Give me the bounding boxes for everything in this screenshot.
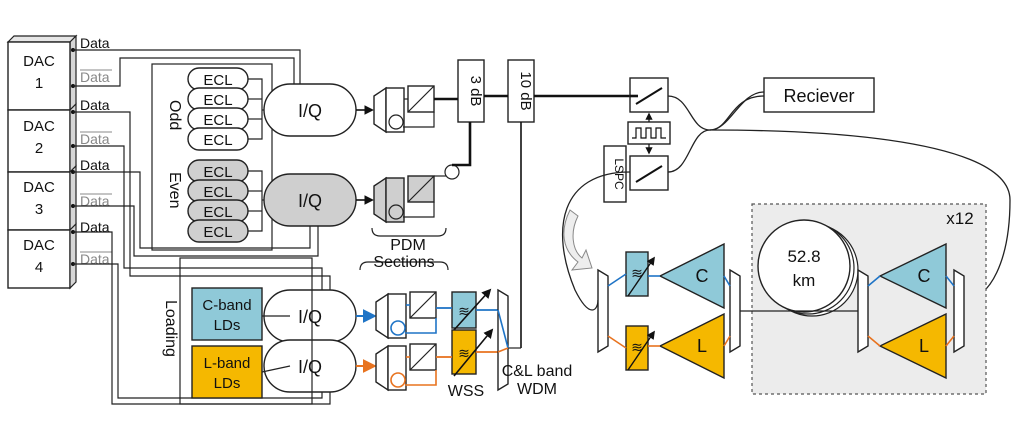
filter-icon: ≋: [631, 265, 643, 281]
even-label: Even: [166, 172, 183, 208]
ecl-odd-2: ECL: [203, 92, 232, 109]
amp-c-left-label: C: [696, 266, 709, 286]
pdm-cband: [375, 291, 437, 340]
pdm-bracket-2: [359, 261, 449, 271]
cband-lds-line1: C-band: [202, 297, 251, 314]
timing-generator: [627, 112, 671, 155]
fiber-spool: 52.8 km: [757, 219, 859, 317]
pdm-odd: [373, 85, 435, 134]
amp-l-right-label: L: [919, 336, 929, 356]
coupler-10db-label: 10 dB: [517, 71, 534, 110]
dac-1-label: DAC: [23, 53, 55, 70]
iq-modulator-odd: I/Q: [263, 83, 357, 137]
coupler-10db: 10 dB: [507, 59, 535, 123]
amp-l-left-label: L: [697, 336, 707, 356]
odd-label: Odd: [166, 100, 183, 130]
filter-icon: ≋: [458, 345, 470, 361]
recirculation-arrow-icon: [563, 209, 593, 271]
iq-even-label: I/Q: [298, 191, 322, 211]
coupler-3db-label: 3 dB: [467, 76, 484, 107]
iq-odd-label: I/Q: [298, 101, 322, 121]
data-bar-label-2: Data: [80, 131, 110, 147]
ecl-even-1: ECL: [203, 164, 232, 181]
dac-4: DAC 4: [7, 222, 77, 290]
ecl-even-3: ECL: [203, 204, 232, 221]
switch-top: [629, 77, 669, 113]
lband-lds: L-band LDs: [191, 345, 263, 399]
dac-wiring: [73, 49, 331, 405]
lspc: LSPC: [603, 145, 627, 203]
data-bar-label-3: Data: [80, 193, 110, 209]
dac-4-label: DAC: [23, 237, 55, 254]
data-bar-label-4: Data: [80, 251, 110, 267]
ecl-even-2: ECL: [203, 184, 232, 201]
main-fiber: [434, 94, 632, 349]
pdm-bracket: [371, 227, 447, 237]
coupler-3db: 3 dB: [457, 59, 485, 123]
iq-cband-label: I/Q: [298, 307, 322, 327]
data-label-3: Data: [80, 157, 110, 173]
dac-3-label: DAC: [23, 179, 55, 196]
pdm-label-line1: PDM: [390, 237, 426, 254]
data-bar-label-1: Data: [80, 69, 110, 85]
dac-3: DAC 3: [7, 164, 77, 232]
cband-lds: C-band LDs: [191, 287, 263, 341]
ecl-odd-group: ECL ECL ECL ECL: [187, 67, 276, 151]
ecl-even-4: ECL: [203, 224, 232, 241]
loading-enclosure: [179, 257, 313, 405]
lband-lds-line2: LDs: [214, 375, 241, 392]
ecl-odd-3: ECL: [203, 112, 232, 129]
wss-tx-lband: ≋: [451, 328, 494, 377]
cband-lds-line2: LDs: [214, 317, 241, 334]
dac-3-number: 3: [35, 201, 43, 218]
dac-4-number: 4: [35, 259, 43, 276]
ecl-odd-1: ECL: [203, 72, 232, 89]
fiber-length-value: 52.8: [787, 247, 820, 266]
pdm-even: [373, 164, 460, 224]
loop-count: x12: [946, 209, 973, 228]
receiver-label: Reciever: [783, 86, 854, 106]
data-labels: Data Data Data Data Data Data Data Data: [80, 35, 112, 267]
filter-icon: ≋: [631, 339, 643, 355]
amp-stage-right: C L: [857, 242, 965, 380]
wdm-tx: [497, 288, 509, 392]
loop-fibers: [562, 91, 1011, 311]
amp-c-right-label: C: [918, 266, 931, 286]
dac-1-number: 1: [35, 75, 43, 92]
wdm-label-line1: C&L band: [502, 363, 573, 380]
data-label-2: Data: [80, 97, 110, 113]
amp-stage-left: ≋ ≋ C L: [597, 242, 858, 380]
ecl-odd-4: ECL: [203, 132, 232, 149]
lband-lds-line1: L-band: [204, 355, 251, 372]
dac-1: DAC 1: [6, 34, 78, 112]
iq-modulator-even: I/Q: [263, 173, 357, 227]
pdm-lband: [375, 343, 437, 392]
ecl-enclosure: [151, 63, 273, 251]
data-label-4: Data: [80, 219, 110, 235]
wdm-label-line2: WDM: [517, 381, 557, 398]
pdm-label-line2: Sections: [373, 254, 434, 271]
receiver: Reciever: [763, 77, 875, 113]
dac-2: DAC 2: [7, 102, 77, 174]
dac-2-label: DAC: [23, 118, 55, 135]
iq-lband-label: I/Q: [298, 357, 322, 377]
lspc-label: LSPC: [612, 158, 626, 190]
ecl-even-group: ECL ECL ECL ECL: [187, 159, 276, 243]
fiber-length-unit: km: [793, 271, 816, 290]
loading-label: Loading: [162, 300, 179, 357]
wss-label: WSS: [448, 383, 484, 400]
data-label-1: Data: [80, 35, 110, 51]
filter-icon: ≋: [458, 303, 470, 319]
dac-2-number: 2: [35, 140, 43, 157]
switch-bottom: [629, 155, 669, 191]
iq-modulator-lband: I/Q: [263, 339, 357, 393]
wss-tx-cband: ≋: [451, 288, 492, 331]
